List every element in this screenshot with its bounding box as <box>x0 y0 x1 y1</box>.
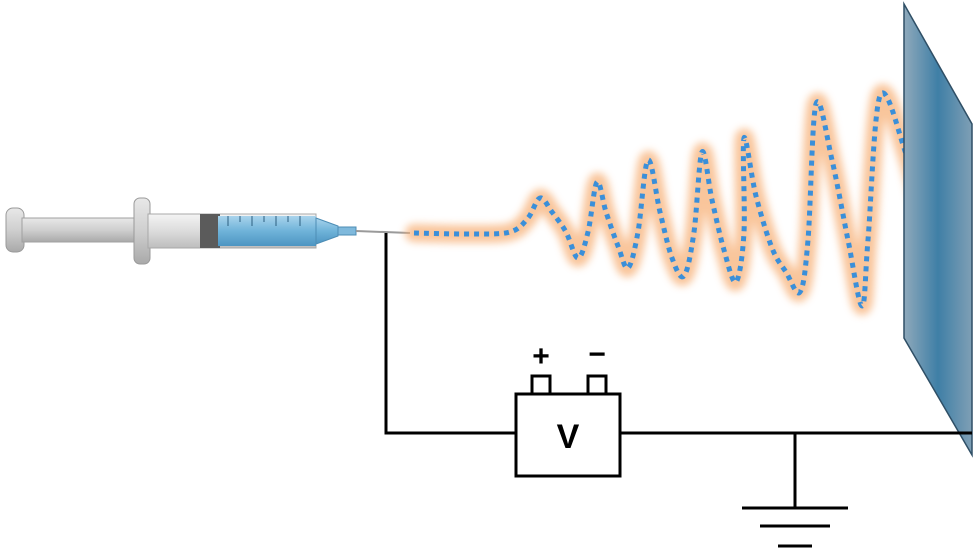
positive-terminal-label: + <box>532 340 550 373</box>
needle-icon <box>355 230 411 234</box>
ground-icon <box>742 506 848 548</box>
polymer-jet <box>405 84 945 331</box>
negative-terminal-label: − <box>588 338 606 371</box>
circuit-wires <box>384 233 972 508</box>
collector-plate-icon <box>903 1 973 458</box>
voltage-label: V <box>557 418 580 456</box>
battery-icon <box>514 374 622 478</box>
syringe-icon <box>5 197 357 265</box>
